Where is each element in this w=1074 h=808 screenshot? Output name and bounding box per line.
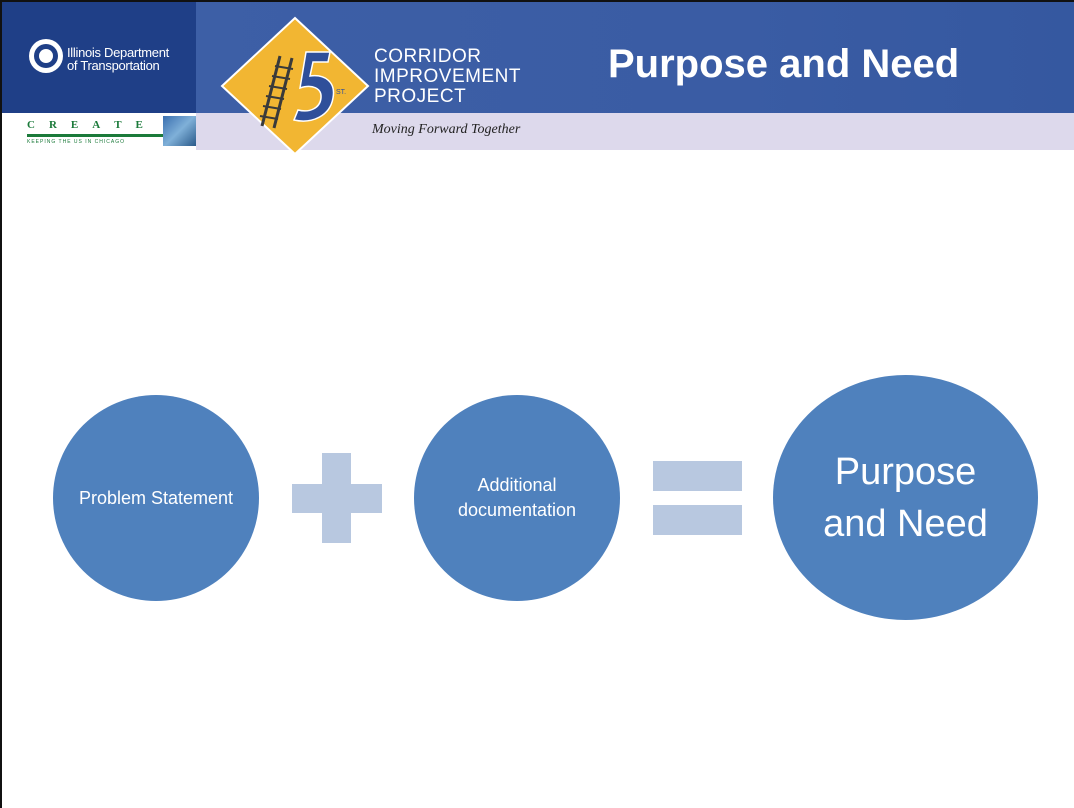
equals-icon: [653, 461, 742, 491]
create-letter: T: [114, 119, 123, 131]
project-name-line1: CORRIDOR: [374, 46, 482, 67]
slide-title: Purpose and Need: [608, 42, 960, 86]
equals-icon-bar: [653, 505, 742, 535]
create-letter: A: [92, 119, 102, 131]
problem-statement-circle: Problem Statement: [53, 395, 259, 601]
project-name-line3: PROJECT: [374, 86, 467, 107]
plus-icon-bar: [292, 484, 382, 513]
project-75-logo: ST.: [220, 16, 370, 156]
additional-documentation-circle: Additional documentation: [414, 395, 620, 601]
logo-suffix: ST.: [336, 89, 346, 96]
project-name-line2: IMPROVEMENT: [374, 66, 521, 87]
purpose-and-need-circle: Purpose and Need: [773, 375, 1038, 620]
idot-name-line1: Illinois Department: [67, 45, 169, 60]
purpose-and-need-label: Purpose and Need: [823, 450, 988, 545]
create-letter: E: [70, 119, 80, 131]
problem-statement-label: Problem Statement: [78, 487, 234, 508]
create-tagline: KEEPING THE US IN CHICAGO: [27, 139, 125, 145]
create-image: [163, 116, 196, 146]
tagline: Moving Forward Together: [372, 122, 521, 137]
idot-name: Illinois Department of Transportation: [67, 46, 169, 72]
create-letter: C: [27, 119, 36, 131]
project-name: CORRIDOR IMPROVEMENT PROJECT: [374, 47, 521, 107]
create-letter: R: [48, 119, 58, 131]
idot-seal-icon: [29, 39, 63, 73]
create-letter: E: [135, 119, 144, 131]
idot-logo: Illinois Department of Transportation: [2, 2, 196, 113]
create-underline: [27, 134, 165, 137]
create-logo: C R E A T E: [27, 119, 144, 135]
additional-documentation-label: Additional documentation: [457, 475, 577, 520]
slide-header: Illinois Department of Transportation C …: [2, 2, 1074, 156]
idot-name-line2: of Transportation: [67, 58, 160, 73]
